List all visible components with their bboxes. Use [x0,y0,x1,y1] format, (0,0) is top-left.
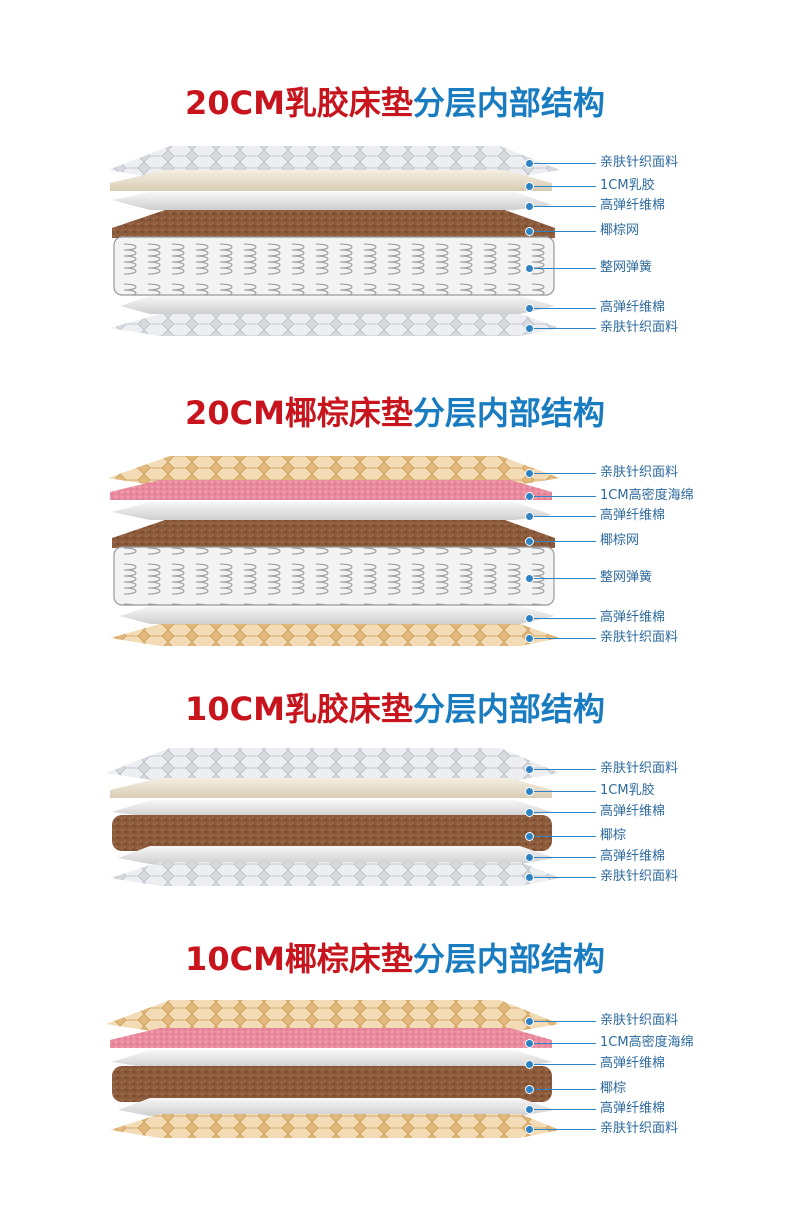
callout-line [530,857,596,858]
layer-label: 亲肤针织面料 [600,631,678,645]
callout-dot [525,182,534,191]
callout-line [530,268,596,269]
callout-line [530,163,596,164]
callout-line [530,186,596,187]
callout-dot [525,1039,534,1048]
callout-dot [525,1105,534,1114]
callout-dot [525,1060,534,1069]
layer-label: 高弹纤维棉 [600,301,665,315]
callout-line [530,812,596,813]
layer-label: 整网弹簧 [600,261,652,275]
layer-label: 亲肤针织面料 [600,321,678,335]
callout-dot [525,227,534,236]
layer-label: 椰棕 [600,1082,626,1096]
layer-label: 亲肤针织面料 [600,1014,678,1028]
layer-label: 1CM高密度海绵 [600,489,694,503]
callout-dot [525,512,534,521]
callout-line [530,836,596,837]
layer-label: 亲肤针织面料 [600,466,678,480]
callout-line [530,516,596,517]
callout-line [530,638,596,639]
callout-line [530,1089,596,1090]
callout-dot [525,808,534,817]
callout-line [530,1109,596,1110]
callout-dot [525,873,534,882]
callout-dot [525,787,534,796]
callout-dot [525,765,534,774]
callout-line [530,1043,596,1044]
layer-label: 高弹纤维棉 [600,199,665,213]
callout-dot [525,832,534,841]
layer-label: 亲肤针织面料 [600,870,678,884]
callout-dot [525,324,534,333]
layer-label: 整网弹簧 [600,571,652,585]
callout-line [530,1021,596,1022]
callout-line [530,1129,596,1130]
callout-line [530,496,596,497]
layer-label: 高弹纤维棉 [600,509,665,523]
callout-line [530,473,596,474]
callout-dot [525,853,534,862]
layer-label: 椰棕网 [600,534,639,548]
callout-line [530,206,596,207]
callout-dot [525,1125,534,1134]
callout-dot [525,1017,534,1026]
callout-line [530,769,596,770]
layer-label: 1CM高密度海绵 [600,1036,694,1050]
layer-label: 高弹纤维棉 [600,1057,665,1071]
layer-label: 高弹纤维棉 [600,1102,665,1116]
s4-bottom-fabric [110,1114,560,1138]
callout-dot [525,304,534,313]
callout-line [530,308,596,309]
callout-dot [525,492,534,501]
layer-label: 1CM乳胶 [600,784,655,798]
callout-line [530,578,596,579]
layer-label: 高弹纤维棉 [600,850,665,864]
callout-line [530,541,596,542]
layer-label: 椰棕 [600,829,626,843]
callout-dot [525,202,534,211]
callout-dot [525,614,534,623]
layer-label: 高弹纤维棉 [600,805,665,819]
s4-fiber-bottom [118,1098,555,1116]
callout-dot [525,469,534,478]
callout-dot [525,537,534,546]
callout-line [530,231,596,232]
callout-line [530,618,596,619]
callout-dot [525,574,534,583]
layer-label: 高弹纤维棉 [600,611,665,625]
layer-label: 亲肤针织面料 [600,156,678,170]
s4-coir-block [112,1066,552,1102]
layer-label: 1CM乳胶 [600,179,655,193]
s4-fiber-top [112,1050,552,1068]
layer-label: 亲肤针织面料 [600,762,678,776]
s4-pink-foam [110,1028,552,1048]
callout-dot [525,264,534,273]
callout-line [530,877,596,878]
callout-line [530,1064,596,1065]
callout-line [530,328,596,329]
callout-line [530,791,596,792]
layer-label: 亲肤针织面料 [600,1122,678,1136]
layer-label: 椰棕网 [600,224,639,238]
callout-dot [525,1085,534,1094]
callout-dot [525,159,534,168]
callout-dot [525,634,534,643]
